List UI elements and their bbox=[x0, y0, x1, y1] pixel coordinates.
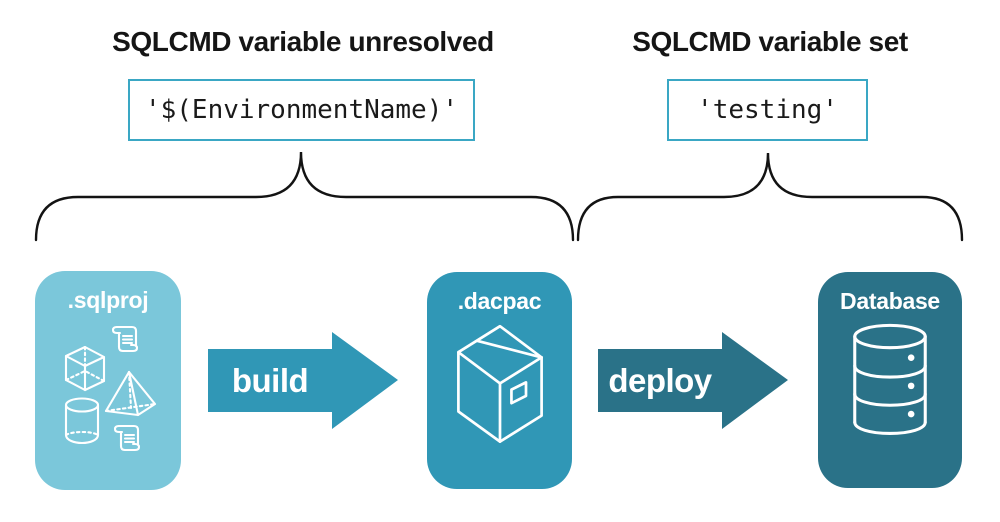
deploy-arrow: deploy bbox=[598, 332, 788, 429]
node-sqlproj-label: .sqlproj bbox=[67, 287, 149, 313]
node-dacpac-label: .dacpac bbox=[457, 288, 542, 314]
cube-icon bbox=[64, 345, 106, 392]
pyramid-icon bbox=[104, 370, 157, 417]
brace-left bbox=[34, 151, 575, 242]
sql-script-icon bbox=[113, 424, 141, 452]
node-database: Database bbox=[818, 272, 962, 488]
code-box-unresolved: '$(EnvironmentName)' bbox=[128, 79, 475, 141]
code-box-set: 'testing' bbox=[667, 79, 868, 141]
build-arrow: build bbox=[208, 332, 398, 429]
database-cylinder-icon bbox=[853, 323, 927, 435]
sql-project-objects-icon bbox=[64, 325, 157, 452]
cylinder-icon bbox=[64, 397, 100, 445]
heading-sqlcmd-unresolved: SQLCMD variable unresolved bbox=[112, 26, 494, 57]
code-value-set: 'testing' bbox=[697, 95, 838, 125]
brace-right bbox=[576, 152, 964, 242]
node-dacpac: .dacpac bbox=[427, 272, 572, 489]
node-sqlproj: .sqlproj bbox=[35, 271, 181, 490]
deploy-arrow-label: deploy bbox=[608, 361, 712, 399]
code-value-unresolved: '$(EnvironmentName)' bbox=[144, 95, 459, 125]
sql-script-icon bbox=[111, 325, 139, 353]
heading-sqlcmd-set: SQLCMD variable set bbox=[632, 26, 908, 57]
build-arrow-label: build bbox=[231, 361, 309, 399]
package-box-icon bbox=[456, 324, 543, 443]
node-database-label: Database bbox=[840, 288, 940, 314]
